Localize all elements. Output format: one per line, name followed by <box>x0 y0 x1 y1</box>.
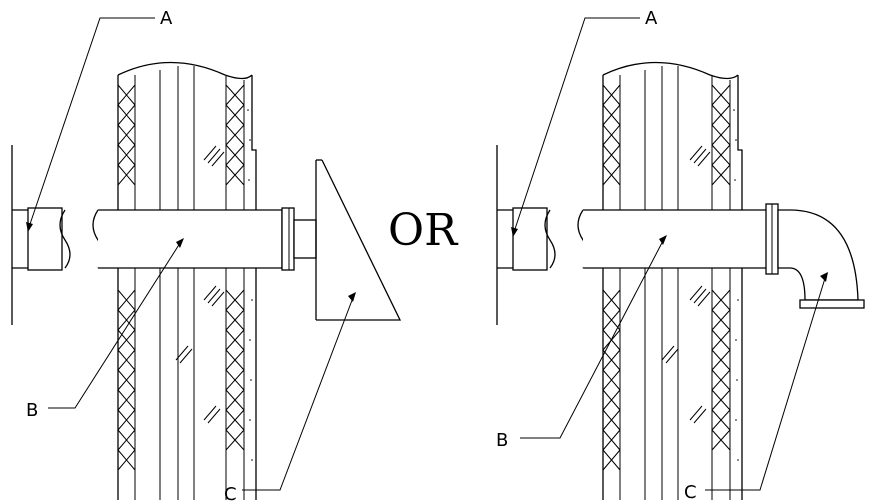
right-label-c: C <box>684 482 697 502</box>
right-leaders <box>512 17 827 491</box>
left-label-b: B <box>26 400 38 421</box>
right-label-a: A <box>645 8 658 29</box>
right-vent-pipe <box>497 207 769 271</box>
right-label-b: B <box>496 430 508 451</box>
left-leaders <box>27 17 355 491</box>
left-label-c: C <box>224 484 237 502</box>
left-assembly: A B C <box>11 8 402 502</box>
left-vent-pipe <box>12 207 317 271</box>
right-assembly: A B C <box>496 8 865 502</box>
right-wall-section <box>602 61 743 500</box>
right-elbow-termination <box>765 203 865 309</box>
arrowheads <box>26 222 828 302</box>
left-wall-section <box>117 61 257 500</box>
left-label-a: A <box>160 8 173 29</box>
or-separator: OR <box>388 205 459 256</box>
